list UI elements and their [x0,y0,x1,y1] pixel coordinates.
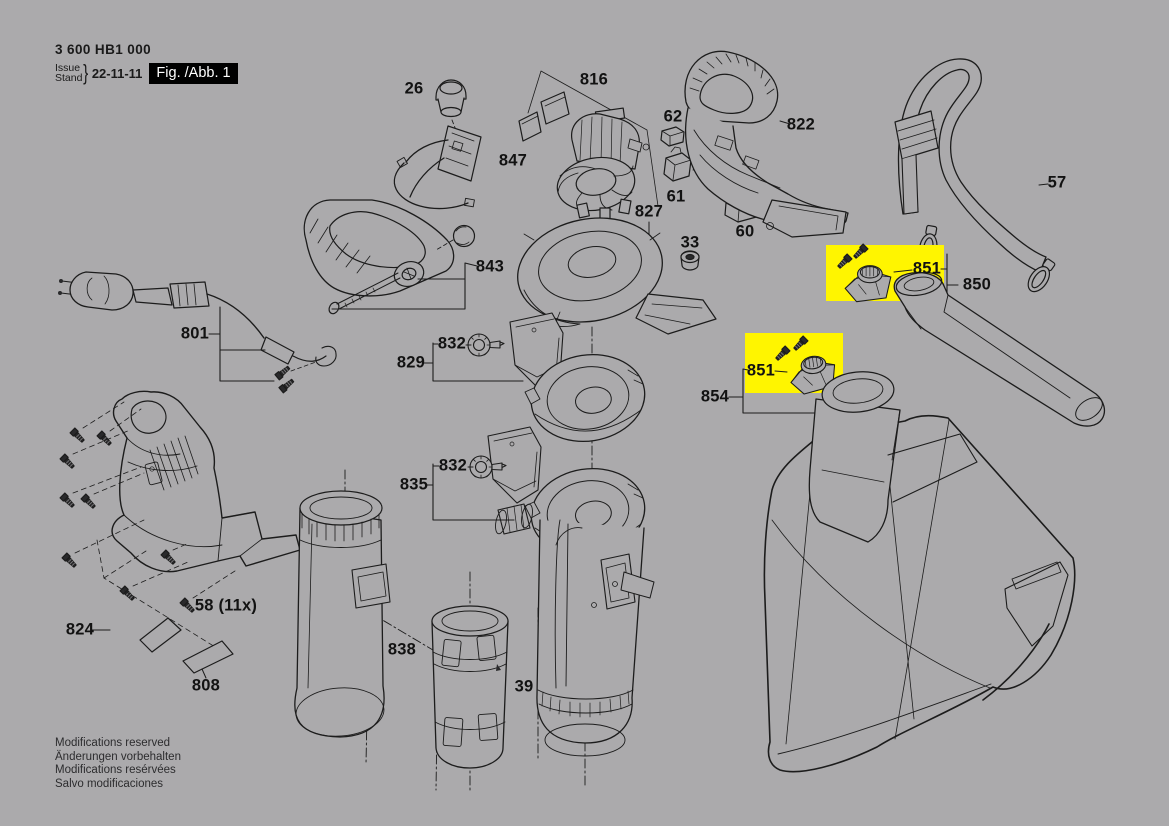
issue-date: 22-11-11 [91,65,143,81]
issue-label: Issue [55,61,81,74]
stand-label: Stand [55,72,83,84]
callout-832-upper: 832 [437,334,467,353]
callout-801: 801 [180,324,210,343]
callout-33: 33 [680,233,700,252]
callout-851-lower: 851 [746,361,776,380]
lower-volute-drawing [426,426,652,565]
callout-838: 838 [387,640,417,659]
switch-knob-drawing [435,79,467,144]
strap-drawing [894,58,1060,297]
note-line-de: Änderungen vorbehalten [55,750,181,763]
callout-851-upper: 851 [912,259,942,278]
motor-assembly-drawing [518,70,659,222]
title-block: 3 600 HB1 000 Issue Stand } 22-11-11 Fig… [55,42,238,86]
brace-glyph: } [83,60,89,85]
callout-60: 60 [735,222,755,241]
model-number: 3 600 HB1 000 [55,42,152,57]
callout-58: 58 (11x) [194,596,258,615]
callout-816: 816 [579,70,609,89]
callout-827: 827 [634,202,664,221]
power-cord-drawing [58,271,337,394]
vacuum-tube-drawing [536,519,655,757]
callout-39: 39 [514,677,534,696]
upper-volute-drawing [423,312,652,451]
callout-850: 850 [962,275,992,294]
note-line-fr: Modifications resérvées [55,764,176,776]
fan-housing-drawing [517,217,717,335]
coupler-tube-drawing [431,605,509,769]
callout-62: 62 [663,107,683,126]
motor-housing-drawing [59,390,301,679]
callout-847: 847 [498,151,528,170]
callout-835: 835 [399,475,429,494]
rear-handle-drawing [684,50,849,238]
switch-module-drawing [393,125,482,210]
callout-829: 829 [396,353,426,372]
aux-handle-drawing [303,199,478,315]
note-line-en: Modifications reserved [55,737,171,749]
bag-elbow-drawing [808,371,978,543]
callout-824: 824 [65,620,95,639]
callout-843: 843 [475,257,505,276]
callout-57: 57 [1047,173,1067,192]
callout-854: 854 [700,387,730,406]
blower-tube-drawing [893,271,1106,427]
callout-61: 61 [666,187,686,206]
callout-26: 26 [404,79,424,98]
callout-822: 822 [786,115,816,134]
callout-808: 808 [191,676,221,695]
modifications-note: Modifications reserved Änderungen vorbeh… [55,737,181,791]
note-line-es: Salvo modificaciones [55,777,164,790]
figure-label: Fig. /Abb. 1 [149,62,238,84]
long-tube-drawing [294,490,391,738]
latch-kit-854-drawing [728,333,843,414]
callout-832-lower: 832 [438,456,468,475]
